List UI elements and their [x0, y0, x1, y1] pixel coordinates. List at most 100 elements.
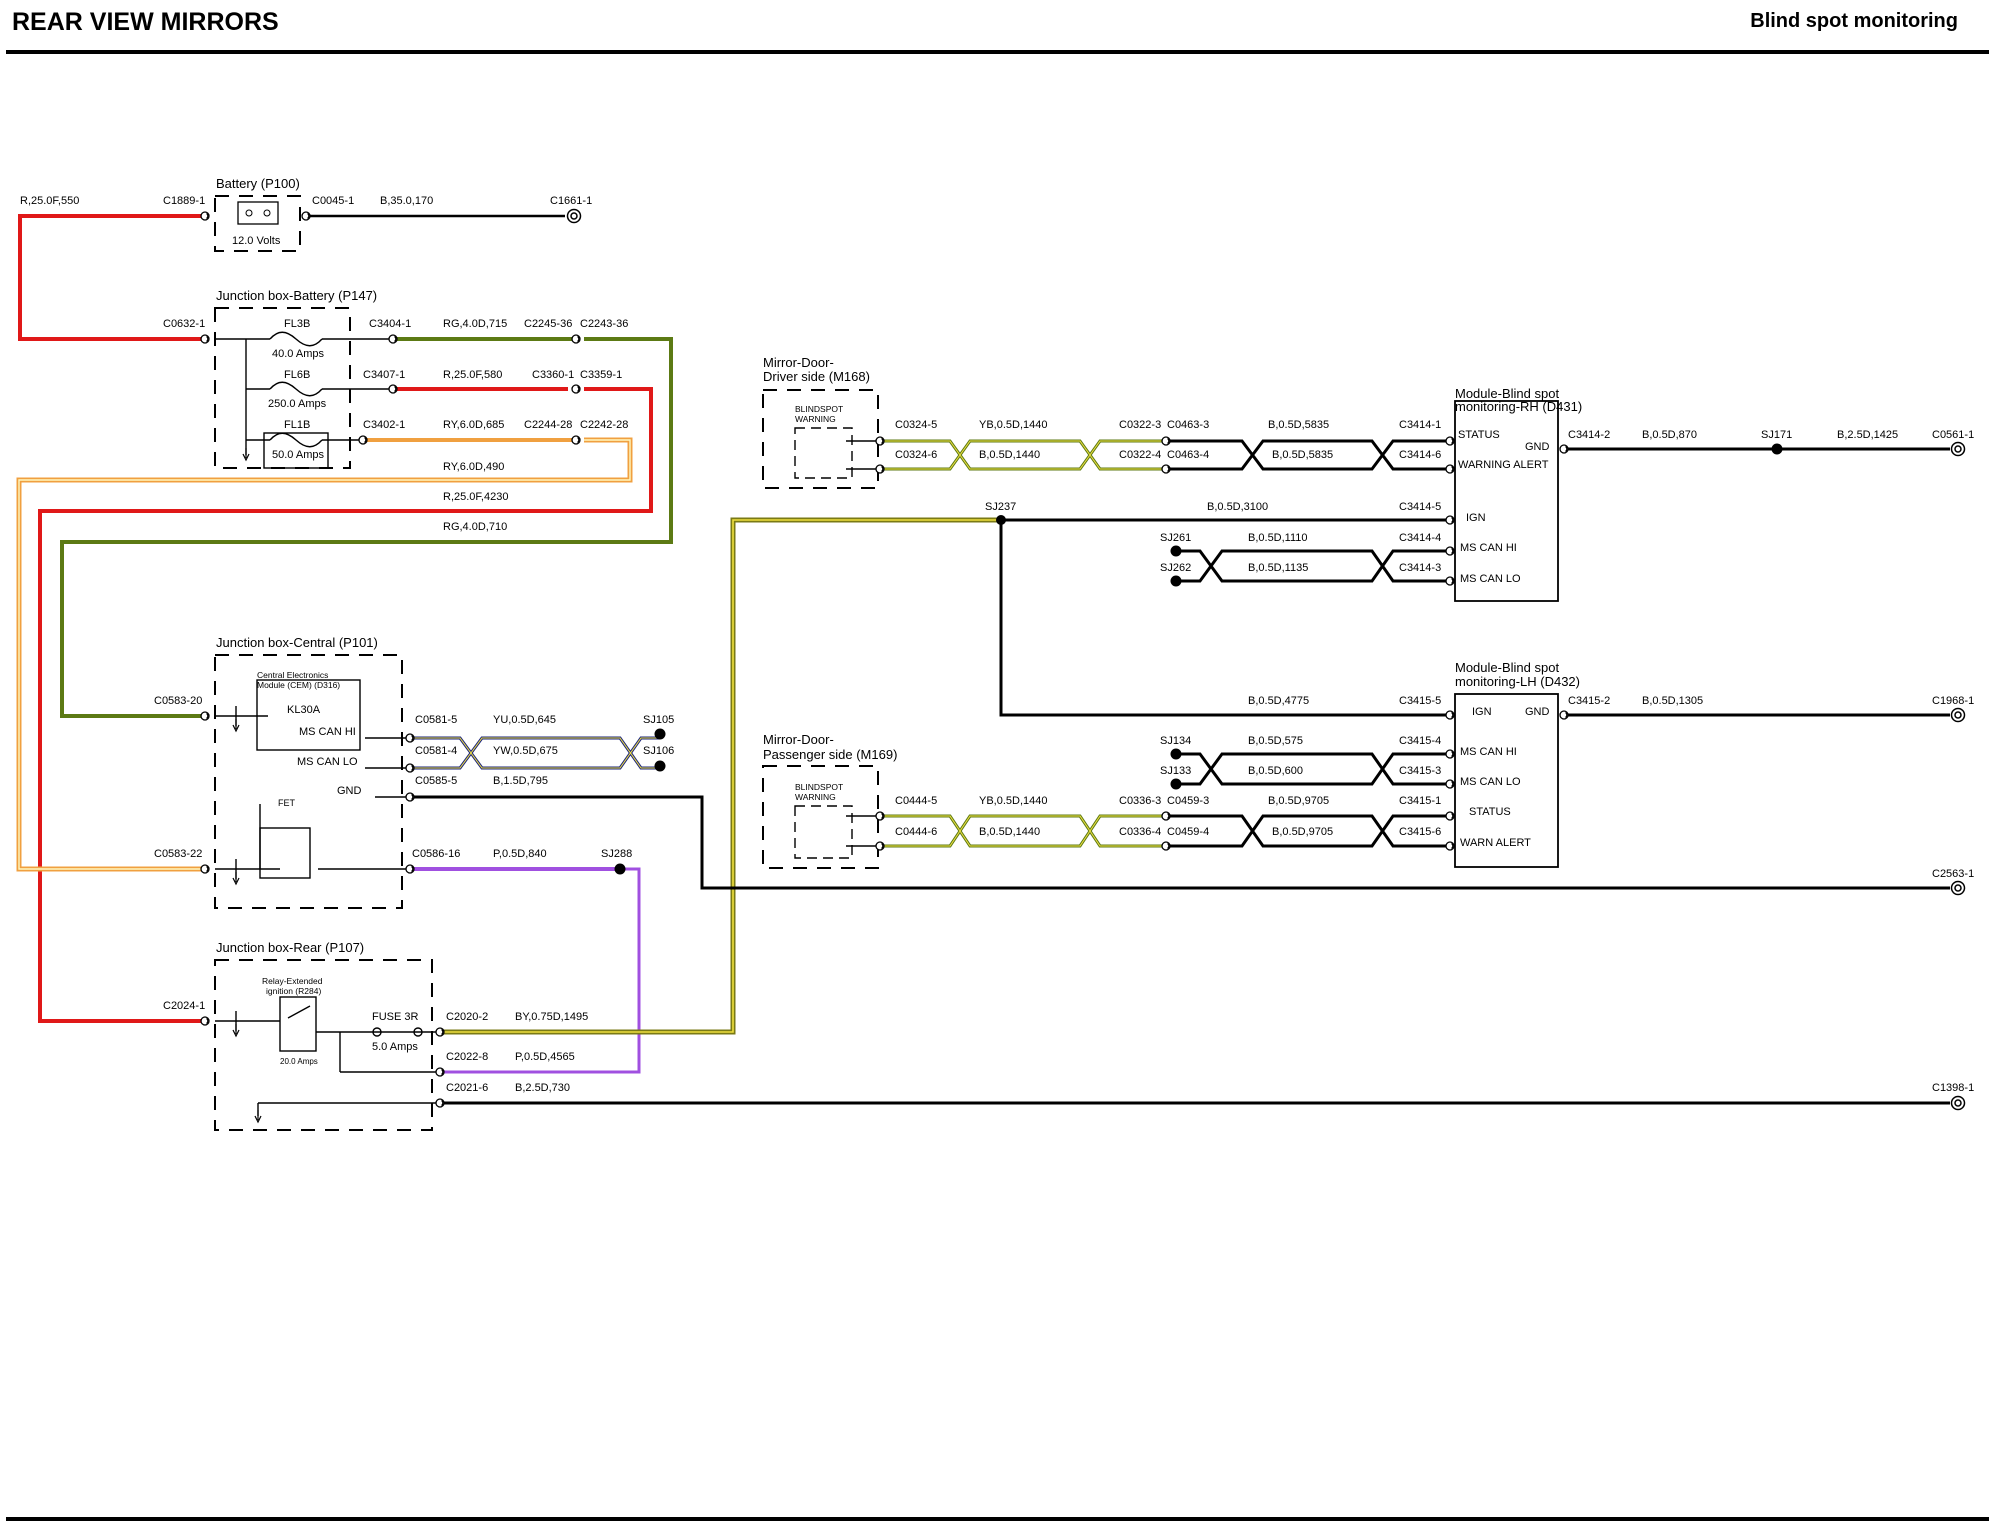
pin-label: MS CAN LO — [1460, 573, 1521, 585]
connector-label: C0463-3 — [1167, 419, 1209, 431]
fuse-amps: 40.0 Amps — [272, 348, 324, 360]
cem-ground-arrow-icon — [232, 718, 240, 732]
splice-label: SJ106 — [643, 745, 674, 757]
twisted-pair-driver-2 — [1166, 439, 1450, 471]
blindspot-label: WARNING — [795, 792, 836, 802]
wire-b-1-5-795 — [410, 795, 1950, 890]
pin-label: MS CAN HI — [1460, 542, 1517, 554]
connector-label: C2022-8 — [446, 1051, 488, 1063]
relay-icon — [279, 996, 317, 1052]
wire-label: R,25.0F,4230 — [443, 491, 508, 503]
twisted-pair-lh-can — [1176, 752, 1450, 786]
connector-label: C0322-3 — [1119, 419, 1161, 431]
pin-label: KL30A — [287, 704, 321, 716]
wire-label: B,0.5D,600 — [1248, 765, 1303, 777]
wire-label: B,0.5D,575 — [1248, 735, 1303, 747]
wire-label: RG,4.0D,715 — [443, 318, 507, 330]
battery-title: Battery (P100) — [216, 176, 300, 191]
connector-label: C0632-1 — [163, 318, 205, 330]
pin-label: MS CAN HI — [1460, 746, 1517, 758]
fet-ground-arrow-icon — [232, 871, 240, 885]
wire-label: B,0.5D,1305 — [1642, 695, 1703, 707]
wire-label: B,0.5D,1110 — [1248, 532, 1308, 544]
wire-label: P,0.5D,840 — [493, 848, 547, 860]
wire-label: B,1.5D,795 — [493, 775, 548, 787]
connector-label: C3360-1 — [532, 369, 574, 381]
connector-label: C3415-1 — [1399, 795, 1441, 807]
fuse-amps: 250.0 Amps — [268, 398, 327, 410]
wire-label: B,0.5D,3100 — [1207, 501, 1268, 513]
connector-label: C2245-36 — [524, 318, 572, 330]
mirror-passenger-box — [762, 765, 879, 869]
wire-b-4775 — [999, 520, 1450, 717]
pin-label: WARN ALERT — [1460, 837, 1531, 849]
header-rule — [6, 50, 1989, 54]
pin-label: STATUS — [1458, 429, 1500, 441]
connector-label: C3415-4 — [1399, 735, 1441, 747]
page-title: REAR VIEW MIRRORS — [12, 8, 279, 36]
wire-label: B,0.5D,1440 — [979, 826, 1040, 838]
fuse-fl6b-icon — [269, 381, 323, 397]
jb-battery-title: Junction box-Battery (P147) — [216, 288, 377, 303]
cem-title: Module (CEM) (D316) — [257, 680, 340, 690]
pin-label: MS CAN LO — [297, 756, 358, 768]
connector-label: C0581-5 — [415, 714, 457, 726]
relay-title: Relay-Extended — [262, 976, 323, 986]
mirror-driver-title: Driver side (M168) — [763, 369, 870, 384]
connector-label: C0324-5 — [895, 419, 937, 431]
splice-label: SJ171 — [1761, 429, 1792, 441]
connector-label: C3414-1 — [1399, 419, 1441, 431]
page-subtitle: Blind spot monitoring — [1750, 10, 1958, 32]
splice-sj134 — [1170, 748, 1182, 760]
connector-label: C1889-1 — [163, 195, 205, 207]
fuse-fl3b-icon — [269, 331, 323, 347]
twisted-pair-pass-2 — [1166, 814, 1450, 848]
wire-label: YB,0.5D,1440 — [979, 419, 1048, 431]
pin-label: STATUS — [1469, 806, 1511, 818]
wire-label: R,25.0F,580 — [443, 369, 502, 381]
splice-sj171 — [1771, 443, 1783, 455]
relay-title: ignition (R284) — [266, 986, 321, 996]
splice-sj133 — [1170, 778, 1182, 790]
connector-label: C3415-3 — [1399, 765, 1441, 777]
connector-label: C3414-2 — [1568, 429, 1610, 441]
wire-r-4230 — [38, 387, 653, 1023]
fuse-label: FUSE 3R — [372, 1011, 419, 1023]
relay-amps: 20.0 Amps — [280, 1057, 318, 1066]
jb-rear-title: Junction box-Rear (P107) — [216, 940, 364, 955]
blindspot-label: WARNING — [795, 414, 836, 424]
fuse-amps: 50.0 Amps — [272, 449, 324, 461]
pin-label: WARNING ALERT — [1458, 459, 1549, 471]
connector-label: C0336-3 — [1119, 795, 1161, 807]
connector-label: C3415-5 — [1399, 695, 1441, 707]
splice-label: SJ237 — [985, 501, 1016, 513]
wire-label: B,2.5D,1425 — [1837, 429, 1898, 441]
connector-label: C3415-2 — [1568, 695, 1610, 707]
wire-label: YW,0.5D,675 — [493, 745, 558, 757]
module-rh-title: monitoring-RH (D431) — [1455, 399, 1582, 414]
splice-sj105 — [654, 728, 666, 740]
junction-box-central — [214, 654, 403, 909]
splice-label: SJ105 — [643, 714, 674, 726]
pin-label: IGN — [1466, 512, 1486, 524]
splice-sj261 — [1170, 545, 1182, 557]
connector-label: C0581-4 — [415, 745, 457, 757]
connector-label: C3414-5 — [1399, 501, 1441, 513]
cem-title: Central Electronics — [257, 670, 328, 680]
connector-label: C2244-28 — [524, 419, 572, 431]
pin-label: GND — [337, 785, 362, 797]
splice-label: SJ133 — [1160, 765, 1191, 777]
connector-label: C3402-1 — [363, 419, 405, 431]
wire-label: RY,6.0D,685 — [443, 419, 504, 431]
fuse-label: FL3B — [284, 318, 310, 330]
connector-label: C0324-6 — [895, 449, 937, 461]
splice-label: SJ261 — [1160, 532, 1191, 544]
connector-label: C0045-1 — [312, 195, 354, 207]
fuse-label: FL1B — [284, 419, 310, 431]
connector-label: C3414-6 — [1399, 449, 1441, 461]
pin-label: MS CAN LO — [1460, 776, 1521, 788]
connector-markers — [200, 211, 1569, 1108]
ground-c1661-icon — [566, 208, 582, 224]
connector-label: C3414-4 — [1399, 532, 1441, 544]
